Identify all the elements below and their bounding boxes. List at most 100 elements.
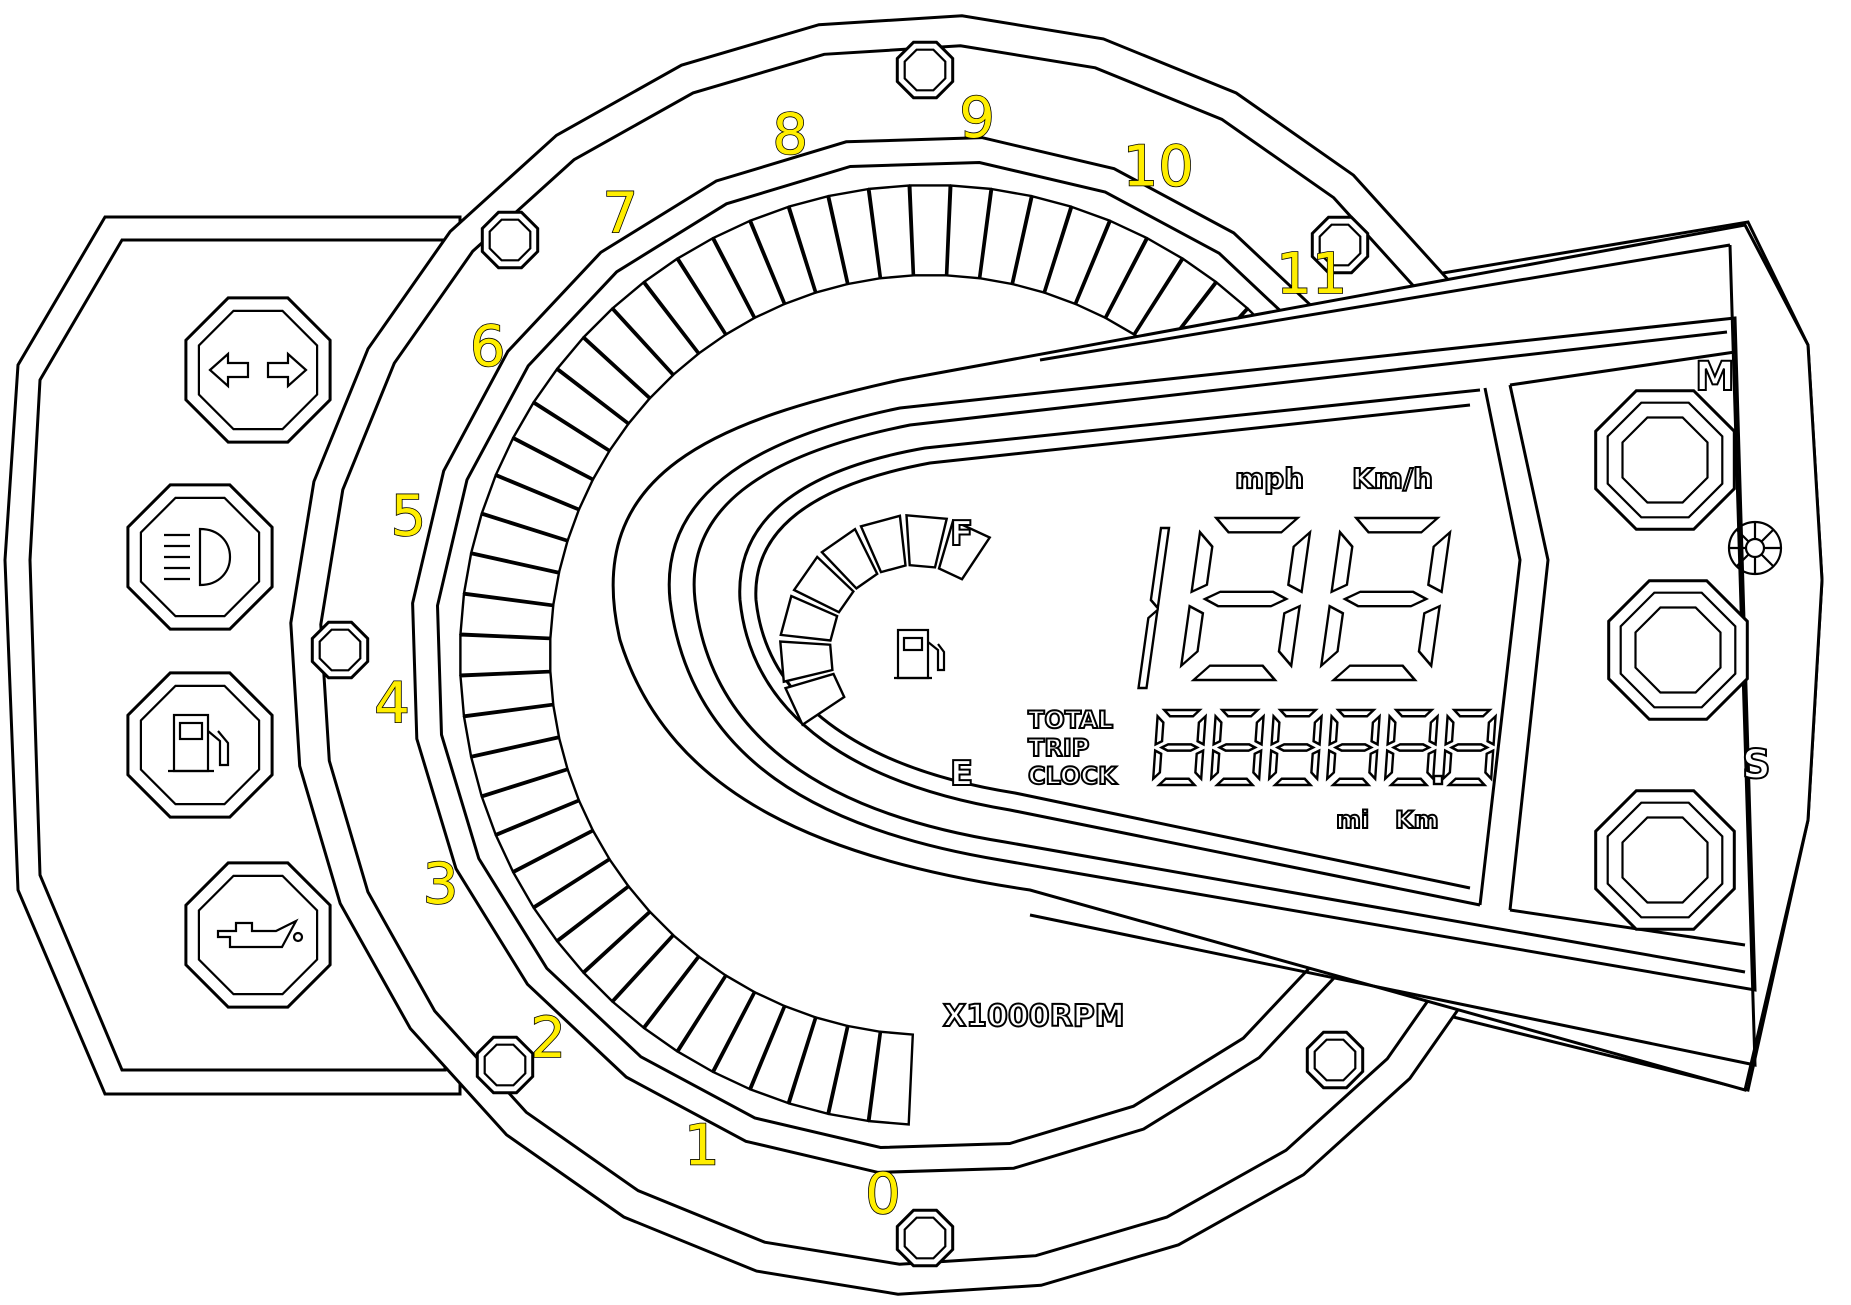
- rpm-number: 3: [423, 852, 459, 917]
- rpm-unit-label: X1000RPM: [943, 999, 1125, 1034]
- rpm-number: 4: [374, 671, 410, 736]
- control-button[interactable]: [1594, 389, 1736, 531]
- control-button[interactable]: [1594, 789, 1736, 931]
- rpm-number: 11: [1276, 242, 1347, 307]
- speed-digit: [1179, 516, 1312, 682]
- headlight-icon: [164, 527, 232, 587]
- fuel-bar: [937, 518, 992, 581]
- rpm-bar: [827, 1024, 882, 1123]
- rpm-number: 0: [865, 1162, 901, 1227]
- oil-can-icon: [216, 918, 304, 949]
- speed-digit: [1319, 516, 1452, 682]
- screw-boss: [895, 40, 955, 100]
- fuel-empty-label: E: [950, 754, 973, 794]
- rpm-bar: [945, 184, 992, 280]
- rpm-bar: [555, 885, 652, 974]
- rpm-bar: [459, 670, 555, 717]
- rpm-number: 10: [1123, 135, 1194, 200]
- fuel-bar-segments: [778, 513, 992, 727]
- indicator-lamp: [126, 671, 274, 819]
- rpm-bar: [532, 367, 630, 452]
- rpm-bar: [868, 1030, 915, 1126]
- odo-unit-km: Km: [1395, 806, 1439, 834]
- rpm-bar: [494, 799, 595, 873]
- rpm-bar: [787, 194, 849, 294]
- rpm-number: 2: [530, 1006, 566, 1071]
- rpm-bar: [462, 552, 561, 607]
- rpm-number: 5: [391, 484, 427, 549]
- fuel-bar: [783, 672, 846, 727]
- screw-boss: [480, 210, 540, 270]
- odo-label-clock: CLOCK: [1028, 762, 1118, 790]
- rpm-bar: [459, 634, 552, 676]
- rpm-bar: [676, 974, 756, 1074]
- gear-icon: [1727, 520, 1783, 576]
- indicator-lamp: [126, 483, 274, 631]
- odo-label-trip: TRIP: [1028, 734, 1089, 762]
- screw-boss: [1310, 215, 1370, 275]
- rpm-bar: [1011, 194, 1073, 294]
- fuel-pump-icon: [894, 628, 946, 680]
- fuel-bar: [820, 527, 879, 590]
- rpm-bar: [749, 205, 817, 306]
- rpm-bar: [469, 736, 569, 798]
- rpm-bar: [827, 187, 882, 286]
- rpm-number: 9: [959, 86, 995, 151]
- rpm-bar: [868, 184, 915, 280]
- odometer-digit: [1209, 708, 1265, 787]
- rpm-bar: [642, 955, 727, 1053]
- rpm-bar: [511, 401, 611, 481]
- fuel-full-label: F: [950, 514, 973, 554]
- fuel-bar: [859, 514, 907, 574]
- rpm-number: 1: [684, 1113, 720, 1178]
- rpm-bar: [642, 257, 727, 355]
- speed-unit-mph: mph: [1235, 462, 1304, 495]
- rpm-bar: [1104, 236, 1184, 336]
- rpm-number: 8: [772, 102, 808, 167]
- screw-boss: [895, 1208, 955, 1268]
- rpm-bar: [676, 236, 756, 336]
- rpm-bar: [494, 437, 595, 511]
- rpm-bar: [712, 219, 786, 320]
- rpm-bar: [511, 829, 611, 909]
- odo-unit-mi: mi: [1336, 806, 1369, 834]
- rpm-bar: [582, 307, 675, 400]
- rpm-number: 7: [602, 182, 638, 247]
- rpm-bar: [611, 933, 700, 1030]
- screw-boss: [1305, 1030, 1365, 1090]
- lcd-panel: [611, 223, 1824, 1092]
- rpm-bar: [787, 1016, 849, 1116]
- rpm-bar: [462, 703, 561, 758]
- speed-unit-kmh: Km/h: [1352, 462, 1433, 495]
- speed-digit-display: [1137, 516, 1452, 690]
- screw-boss: [310, 620, 370, 680]
- rpm-bar: [1043, 205, 1111, 306]
- odometer-digit: [1441, 708, 1497, 787]
- rpm-bar: [749, 1004, 817, 1105]
- fuel-bar: [792, 555, 855, 614]
- rpm-bar: [480, 474, 581, 542]
- control-button[interactable]: [1607, 579, 1749, 721]
- rpm-bar: [469, 512, 569, 574]
- rpm-bar: [1074, 219, 1148, 320]
- rpm-number: 6: [470, 314, 506, 379]
- rpm-bar: [909, 184, 951, 277]
- decimal-point: [1432, 774, 1444, 786]
- mode-button-label: M: [1695, 354, 1735, 400]
- rpm-bar: [582, 910, 675, 1003]
- set-button-label: S: [1742, 742, 1771, 788]
- rpm-bar: [532, 858, 630, 943]
- rpm-bar: [555, 336, 652, 425]
- rpm-bar: [480, 768, 581, 836]
- odometer-digit: [1267, 708, 1323, 787]
- fuel-bar: [779, 594, 839, 642]
- fuel-bar: [778, 640, 834, 684]
- odometer-digit-display: [1151, 708, 1497, 787]
- indicator-lamp: [184, 861, 332, 1009]
- speed-digit: [1137, 526, 1171, 690]
- fuel-bar: [905, 513, 949, 569]
- rpm-bar: [459, 593, 555, 640]
- odo-label-total: TOTAL: [1028, 706, 1113, 734]
